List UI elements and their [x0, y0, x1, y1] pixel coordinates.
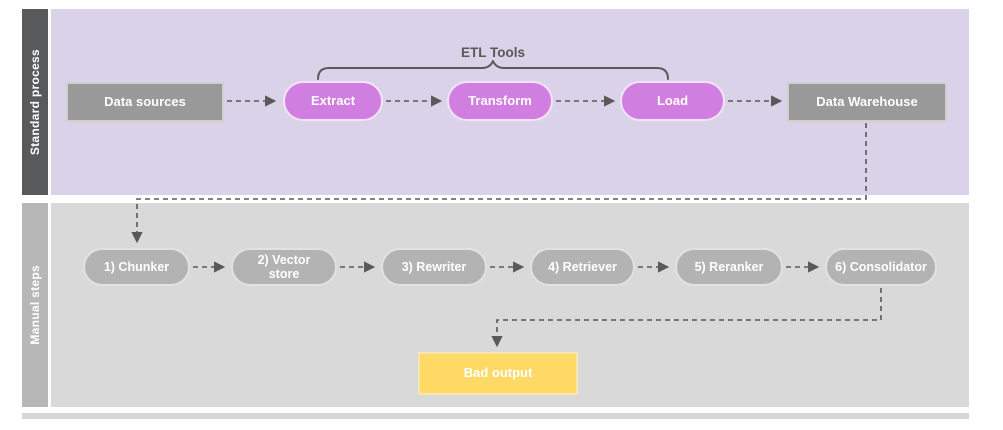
- node-reranker: 5) Reranker: [675, 248, 783, 286]
- lane-standard-process-label: Standard process: [28, 48, 42, 156]
- node-consolidator: 6) Consolidator: [825, 248, 937, 286]
- node-bad-output: Bad output: [418, 352, 578, 395]
- node-transform: Transform: [447, 81, 553, 121]
- lane-standard-process-bar: Standard process: [22, 9, 48, 195]
- node-rewriter: 3) Rewriter: [381, 248, 487, 286]
- node-vector-store: 2) Vector store: [231, 248, 337, 286]
- node-data-sources: Data sources: [66, 82, 224, 122]
- lane-manual-steps-bar: Manual steps: [22, 203, 48, 407]
- etl-tools-label: ETL Tools: [461, 45, 525, 60]
- node-extract: Extract: [283, 81, 383, 121]
- lane-manual-steps-label: Manual steps: [28, 265, 42, 345]
- node-chunker: 1) Chunker: [83, 248, 190, 286]
- node-retriever: 4) Retriever: [530, 248, 635, 286]
- lane-divider-sliver: [22, 413, 969, 419]
- node-load: Load: [620, 81, 725, 121]
- node-data-warehouse: Data Warehouse: [787, 82, 947, 122]
